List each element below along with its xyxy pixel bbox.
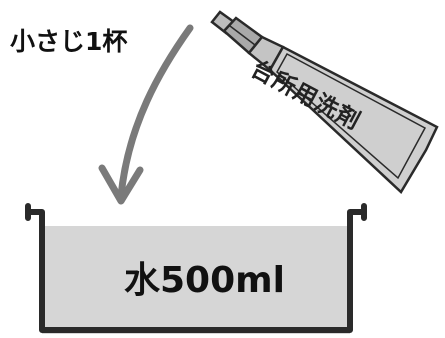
basin-icon <box>25 203 367 334</box>
detergent-bottle-icon <box>210 10 439 194</box>
amount-label: 小さじ1杯 <box>10 27 128 56</box>
curved-down-arrow-icon <box>98 24 194 205</box>
water-amount-label: 水500ml <box>124 260 285 301</box>
